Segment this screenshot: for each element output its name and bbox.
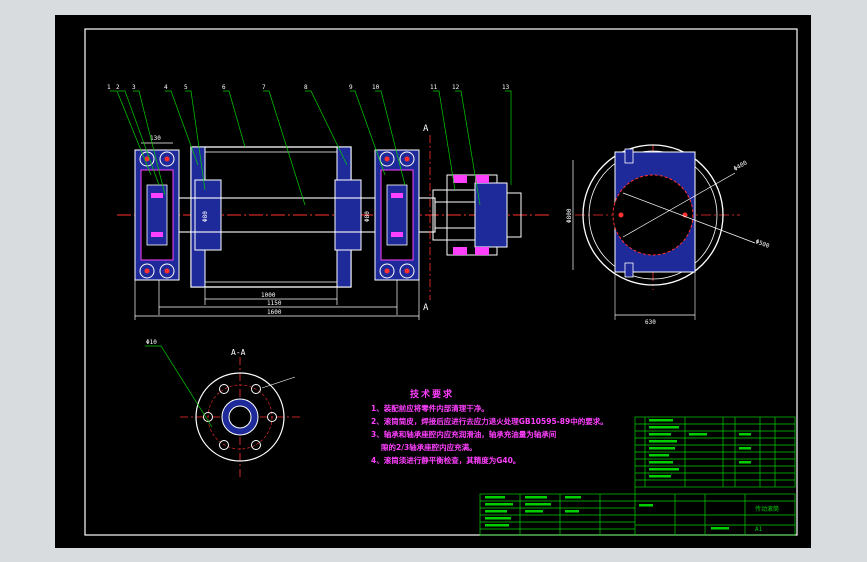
leader-lines [110, 90, 512, 206]
requirement-4: 4、滚筒须进行静平衡检查，其精度为G40。 [371, 455, 520, 465]
title-block-name: 传动滚筒 [755, 505, 779, 513]
end-hole-left [618, 212, 624, 218]
dim-end-width: 630 [645, 319, 656, 326]
dim-top-bearing: 130 [150, 135, 161, 142]
section-mark-top: A [423, 124, 429, 134]
end-inner-circle [612, 174, 694, 256]
balloon-11: 11 [430, 84, 438, 91]
coupling [432, 174, 522, 256]
left-hub [194, 179, 222, 251]
section-bore [228, 405, 252, 429]
dim-shaft-right: Φ80 [364, 211, 371, 222]
end-outer-circle [582, 144, 724, 286]
balloon-7: 7 [262, 84, 266, 91]
balloon-12: 12 [452, 84, 460, 91]
assembly-drawing: A A 1000 1150 1600 130 [84, 28, 798, 536]
dim-end-height: Φ800 [566, 208, 573, 223]
balloon-labels: 1 2 3 4 5 6 7 8 9 10 11 12 13 [107, 84, 510, 91]
end-dia2-leader [622, 192, 756, 244]
balloon-2: 2 [116, 84, 120, 91]
requirement-1: 1、装配前应将零件内部清理干净。 [371, 403, 489, 413]
end-ring [588, 150, 718, 280]
balloon-3: 3 [132, 84, 136, 91]
section-view: A-A Φ10 [145, 339, 300, 477]
parts-list-cell-marks [649, 419, 751, 478]
requirement-3: 3、轴承和轴承座腔内应充润滑油，轴承充油量为轴承间 [371, 429, 556, 439]
section-mark-bottom: A [423, 303, 429, 313]
requirements-title: 技术要求 [410, 388, 454, 400]
section-bolt-holes [203, 384, 277, 450]
section-bolt-circle [207, 384, 273, 450]
end-lug-bottom [624, 262, 634, 278]
technical-requirements: 技术要求 1、装配前应将零件内部清理干净。 2、滚筒筒皮，焊接后应进行去应力退火… [371, 388, 608, 465]
dim-end-dia2: Φ500 [754, 238, 770, 250]
balloon-5: 5 [184, 84, 188, 91]
section-dim-leader [261, 376, 296, 389]
title-block [479, 487, 796, 536]
balloon-1: 1 [107, 84, 111, 91]
section-title: A-A [231, 348, 246, 357]
balloon-8: 8 [304, 84, 308, 91]
left-bearing-housing [134, 149, 180, 281]
balloon-10: 10 [372, 84, 380, 91]
right-bearing-housing [374, 149, 420, 281]
parts-list [634, 416, 796, 488]
right-hub [334, 179, 362, 251]
dim-shaft-left: Φ80 [202, 211, 209, 222]
balloon-4: 4 [164, 84, 168, 91]
section-outer-circle [195, 372, 285, 462]
title-block-drawing-no: A1 [755, 526, 763, 533]
requirement-3-cont: 隙的2/3轴承座腔内应充满。 [381, 442, 477, 452]
balloon-9: 9 [349, 84, 353, 91]
balloon-6: 6 [222, 84, 226, 91]
title-block-cell-marks [485, 496, 729, 530]
dim-total-length: 1600 [267, 309, 282, 316]
requirement-2: 2、滚筒筒皮，焊接后应进行去应力退火处理GB10595-89中的要求。 [371, 416, 608, 426]
section-leader [145, 345, 213, 428]
dim-end-diameter: Φ400 [733, 159, 749, 172]
section-leader-label: Φ10 [146, 339, 157, 346]
balloon-13: 13 [502, 84, 510, 91]
end-dia-leader [622, 172, 736, 238]
dim-mid-length: 1150 [267, 300, 282, 307]
inner-border [84, 28, 798, 536]
drawing-sheet: A A 1000 1150 1600 130 [55, 15, 811, 548]
dim-inner-length: 1000 [261, 292, 276, 299]
end-view: Φ400 Φ500 Φ800 630 [566, 144, 771, 326]
end-lug-top [624, 148, 634, 164]
main-view: A A 1000 1150 1600 130 [107, 84, 550, 320]
